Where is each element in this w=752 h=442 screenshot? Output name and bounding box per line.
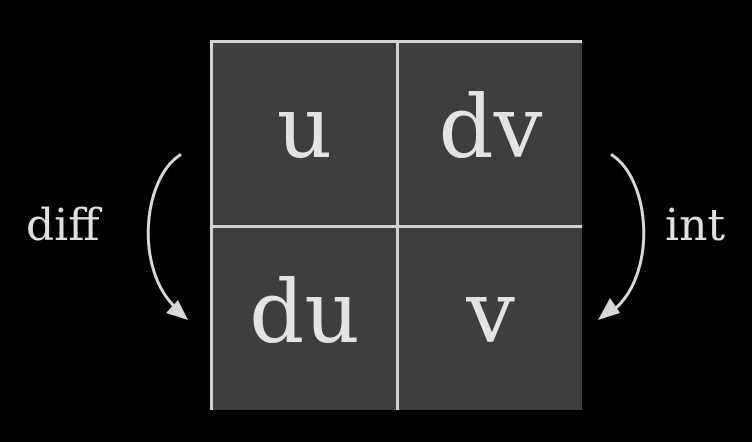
cell-dv: dv xyxy=(399,43,582,225)
cell-du-text: du xyxy=(249,263,360,363)
int-arrow-icon xyxy=(598,153,646,320)
uv-table: u dv du v xyxy=(210,40,582,410)
cell-du: du xyxy=(213,228,396,410)
int-label: int xyxy=(665,200,726,251)
cell-u: u xyxy=(213,43,396,225)
diff-arrow-icon xyxy=(146,153,188,320)
cell-v: v xyxy=(399,228,582,410)
cell-u-text: u xyxy=(276,78,333,178)
cell-v-text: v xyxy=(466,263,515,363)
cell-dv-text: dv xyxy=(438,78,543,178)
diff-label: diff xyxy=(26,200,100,251)
